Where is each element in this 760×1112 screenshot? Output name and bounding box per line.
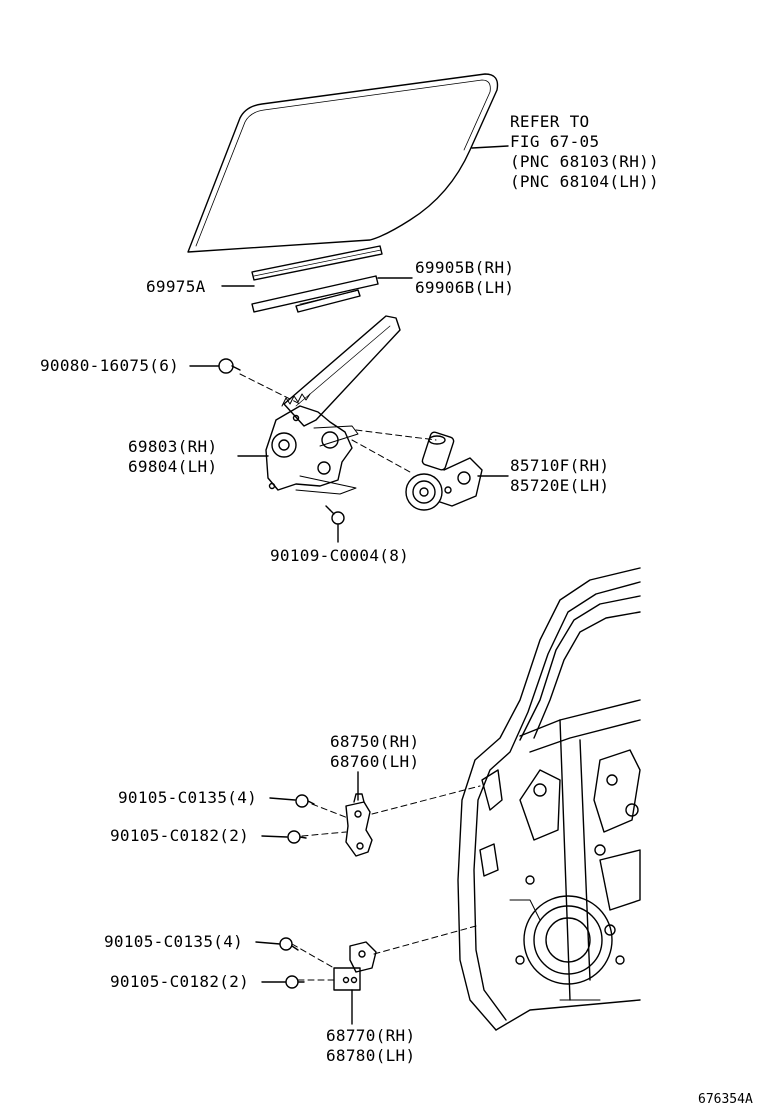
leader-90105-c0135-upper [269, 797, 296, 801]
part-label-69905b-group: 69905B(RH) 69906B(LH) [415, 258, 514, 298]
bolt-90105-c0182-upper [287, 830, 307, 844]
part-label-68780: 68780(LH) [326, 1046, 416, 1065]
part-label-69803: 69803(RH) [128, 437, 218, 456]
part-label-69975a: 69975A [146, 277, 206, 296]
part-label-85710f-group: 85710F(RH) 85720E(LH) [510, 456, 609, 496]
dashed-hinge-lower [291, 925, 477, 981]
dashed-alignment-lines [239, 373, 437, 473]
bolt-90109 [325, 505, 345, 525]
refer-line-1: REFER TO [510, 112, 590, 131]
part-label-68770: 68770(RH) [326, 1026, 416, 1045]
window-regulator [265, 315, 401, 495]
part-label-90105-c0182-lower: 90105-C0182(2) [110, 972, 250, 991]
leader-90105-c0135-lower [255, 941, 281, 945]
part-label-68770-group: 68770(RH) 68780(LH) [326, 1026, 415, 1066]
bolt-90105-c0135-lower [279, 937, 299, 951]
leader-glass [471, 145, 509, 149]
part-label-68750-group: 68750(RH) 68760(LH) [330, 732, 419, 772]
part-label-90080: 90080-16075(6) [40, 356, 180, 375]
bolt-90105-c0182-lower [285, 975, 305, 989]
lower-hinge [333, 941, 377, 991]
refer-line-2: FIG 67-05 [510, 132, 600, 151]
bolt-90080 [218, 358, 241, 374]
part-label-69906b: 69906B(LH) [415, 278, 515, 297]
refer-note: REFER TO FIG 67-05 (PNC 68103(RH)) (PNC … [510, 112, 659, 192]
glass-run-69905b [251, 275, 379, 313]
glass-channel-69975a [251, 245, 383, 281]
upper-hinge [345, 793, 373, 857]
leader-90105-c0182-upper [261, 835, 288, 838]
part-label-68760: 68760(LH) [330, 752, 420, 771]
part-label-90105-c0135-upper: 90105-C0135(4) [118, 788, 258, 807]
part-label-69905b: 69905B(RH) [415, 258, 515, 277]
part-label-90105-c0182-upper: 90105-C0182(2) [110, 826, 250, 845]
part-label-85710f: 85710F(RH) [510, 456, 610, 475]
part-label-90105-c0135-lower: 90105-C0135(4) [104, 932, 244, 951]
refer-line-4: (PNC 68104(LH)) [510, 172, 659, 191]
window-motor [405, 431, 483, 511]
dashed-hinge-upper [301, 785, 481, 837]
part-label-90109: 90109-C0004(8) [270, 546, 410, 565]
bolt-90105-c0135-upper [295, 794, 315, 808]
door-shell [457, 567, 641, 1031]
part-label-69804: 69804(LH) [128, 457, 218, 476]
part-label-69803-group: 69803(RH) 69804(LH) [128, 437, 217, 477]
part-label-68750: 68750(RH) [330, 732, 420, 751]
door-glass [187, 73, 499, 253]
part-label-85720e: 85720E(LH) [510, 476, 610, 495]
refer-line-3: (PNC 68103(RH)) [510, 152, 659, 171]
figure-id: 676354A [698, 1092, 753, 1107]
